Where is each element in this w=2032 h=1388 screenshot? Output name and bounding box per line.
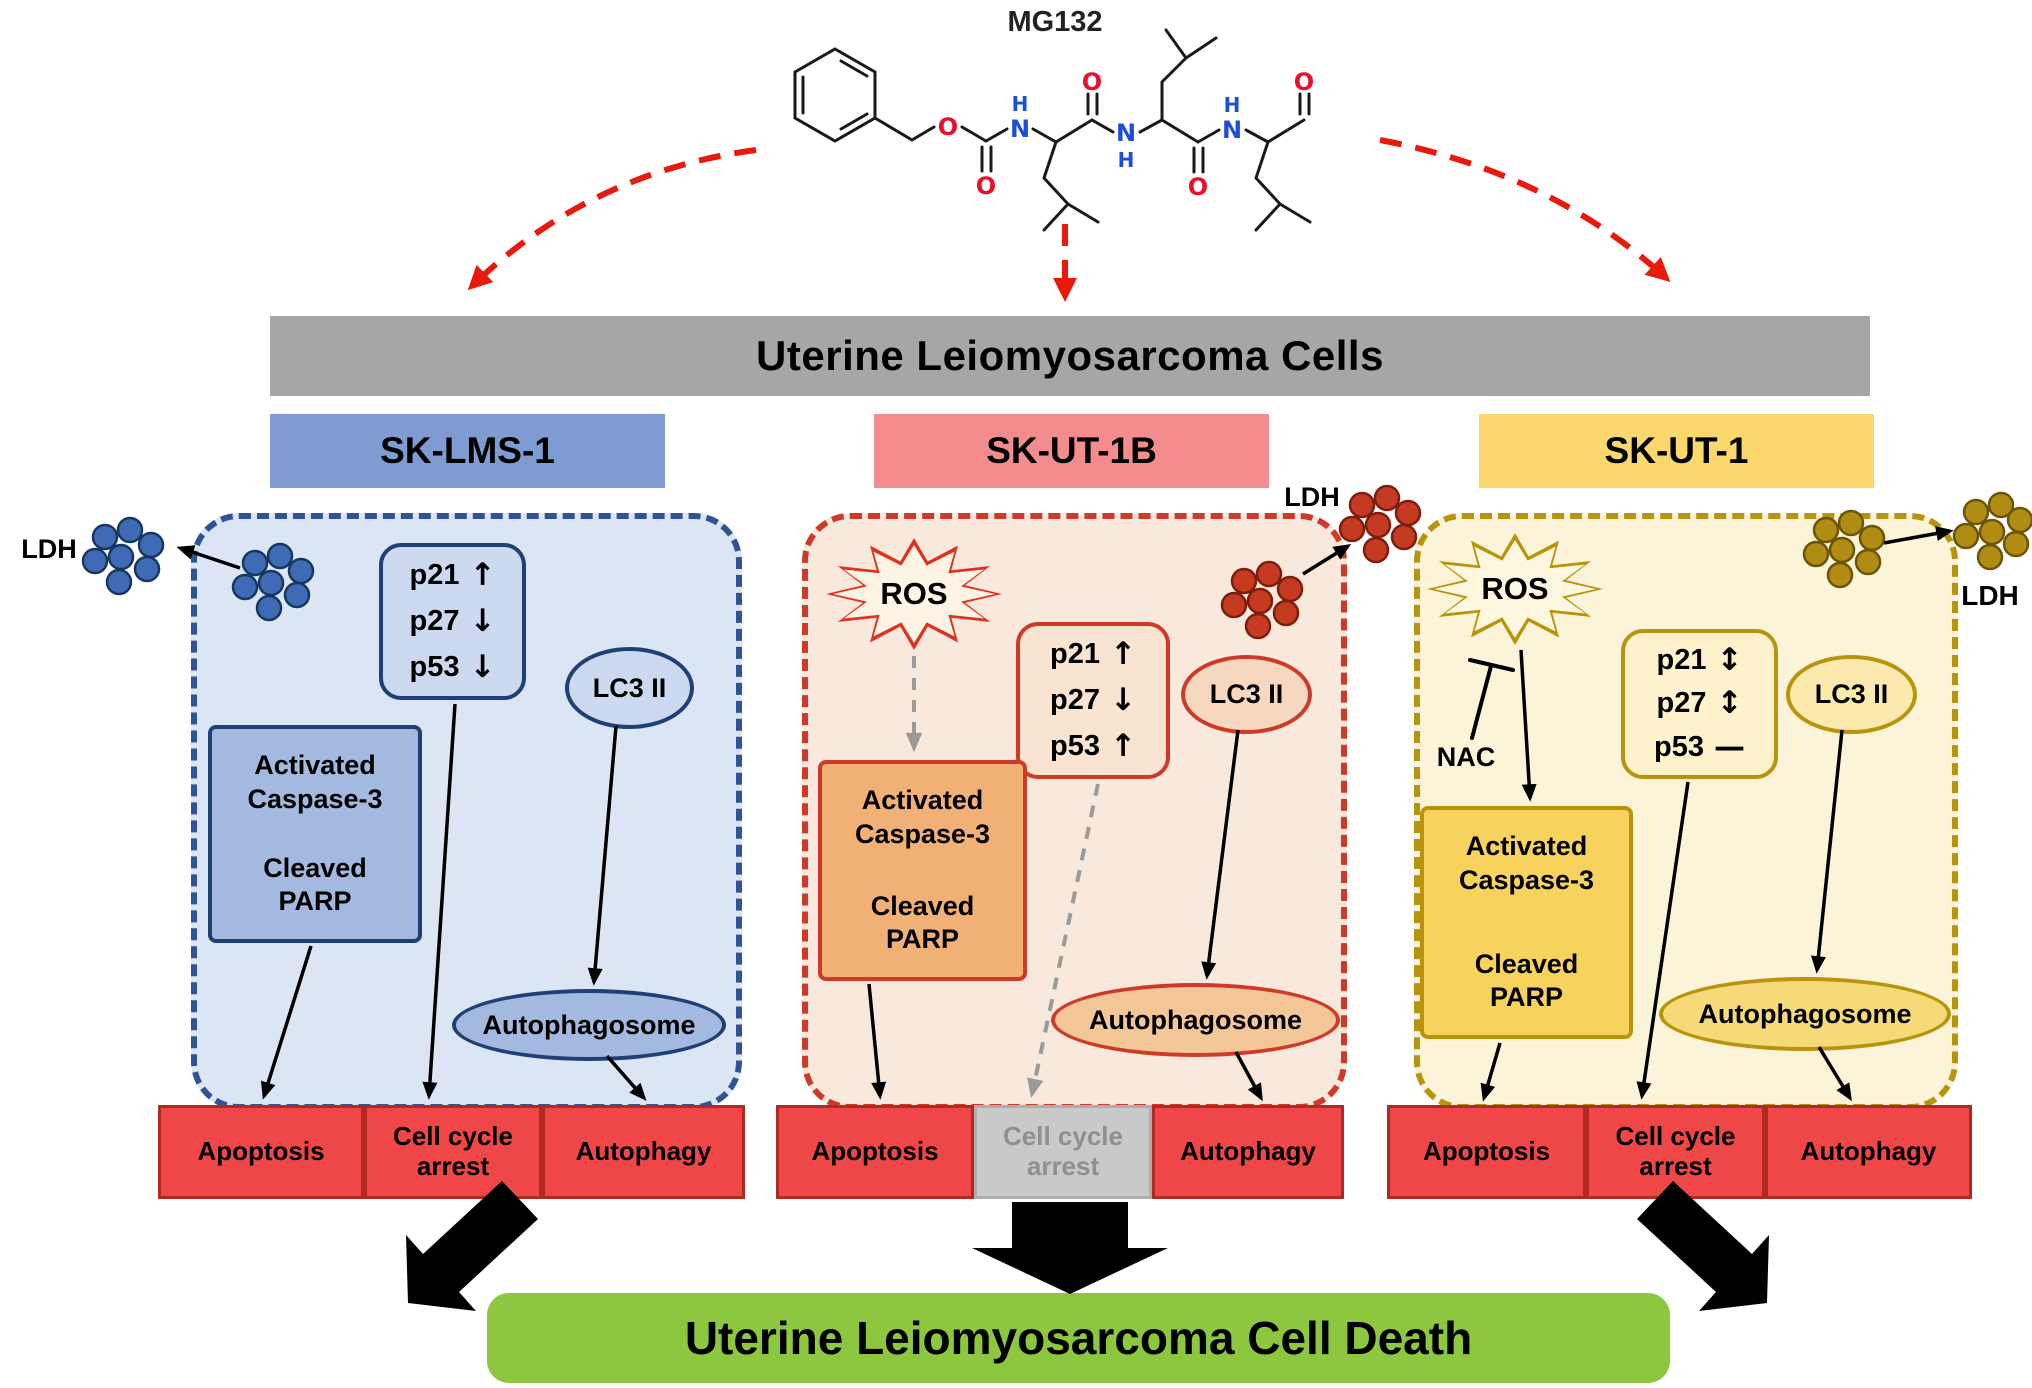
ros-burst-sk-ut-1b: ROS (826, 538, 1002, 650)
marker-row: p53 ↓ (409, 648, 496, 685)
outcome-autophagy-sk-ut-1: Autophagy (1765, 1105, 1972, 1199)
gene-label: p21 (409, 559, 460, 592)
marker-box-sk-lms-1: p21 ↑ p27 ↓ p53 ↓ (379, 543, 526, 700)
marker-row: p27 ↕ (1657, 688, 1743, 719)
atom-o: O (976, 172, 996, 200)
change-arrow: ↓ (469, 602, 496, 639)
caspase-parp-box-sk-lms-1: Activated Caspase-3 Cleaved PARP (208, 725, 422, 943)
lc3-oval-sk-lms-1: LC3 II (565, 647, 694, 729)
change-arrow: ↕ (1716, 642, 1743, 679)
outcome-cell-cycle-arrest-sk-ut-1b: Cell cycle arrest (974, 1105, 1152, 1199)
marker-row: p27 ↓ (1050, 681, 1136, 718)
gene-label: p27 (409, 604, 460, 637)
gene-label: p53 (409, 650, 460, 683)
marker-row: p21 ↑ (410, 560, 496, 591)
atom-n: N (1116, 119, 1136, 147)
change-arrow: ↓ (1110, 681, 1136, 718)
block-arrow-right (1637, 1181, 1769, 1311)
atom-n: N (1010, 115, 1030, 143)
molecule-label: MG132 (1007, 6, 1103, 38)
outcome-apoptosis-sk-lms-1: Apoptosis (158, 1105, 364, 1199)
atom-h: H (1012, 92, 1029, 116)
marker-row: p21 ↕ (1657, 645, 1743, 676)
autophagosome-oval-sk-ut-1: Autophagosome (1659, 977, 1951, 1051)
atom-o: O (1082, 68, 1102, 96)
ldh-dots-left-outside (81, 516, 165, 596)
caspase-text: Activated Caspase-3 (1458, 831, 1595, 895)
autophagosome-oval-sk-lms-1: Autophagosome (452, 989, 726, 1061)
atom-h: H (1118, 148, 1135, 172)
ldh-dots-middle-outside (1338, 484, 1422, 564)
cell-death-banner: Uterine Leiomyosarcoma Cell Death (487, 1293, 1670, 1383)
atom-o: O (938, 113, 958, 141)
caspase-parp-box-sk-ut-1b: Activated Caspase-3 Cleaved PARP (818, 760, 1027, 981)
ldh-label-left: LDH (21, 534, 77, 564)
parp-text: Cleaved PARP (1474, 948, 1579, 1013)
block-arrow-left (406, 1181, 538, 1311)
ldh-label-right: LDH (1961, 580, 2019, 611)
outcome-autophagy-sk-ut-1b: Autophagy (1152, 1105, 1344, 1199)
marker-row: p21 ↑ (1050, 639, 1136, 670)
change-arrow: — (1713, 728, 1745, 765)
change-arrow: ↑ (1110, 636, 1136, 673)
marker-row: p27 ↓ (409, 602, 496, 639)
atom-o: O (1188, 173, 1208, 201)
autophagosome-oval-sk-ut-1b: Autophagosome (1051, 983, 1340, 1057)
gene-label: p27 (1656, 687, 1707, 720)
parp-text: Cleaved PARP (263, 852, 367, 917)
mg132-treatment-arrows (467, 137, 1671, 302)
change-arrow: ↕ (1716, 685, 1743, 722)
ldh-label-middle: LDH (1284, 482, 1340, 512)
caspase-parp-box-sk-ut-1: Activated Caspase-3 Cleaved PARP (1420, 806, 1633, 1039)
marker-box-sk-ut-1b: p21 ↑ p27 ↓ p53 ↑ (1016, 622, 1170, 779)
ros-text: ROS (880, 576, 948, 611)
parp-text: Cleaved PARP (870, 890, 975, 955)
cells-banner: Uterine Leiomyosarcoma Cells (270, 316, 1870, 396)
lc3-oval-sk-ut-1: LC3 II (1786, 655, 1917, 734)
gene-label: p53 (1050, 729, 1100, 762)
column-header-sk-ut-1b: SK-UT-1B (874, 414, 1269, 488)
column-header-sk-lms-1: SK-LMS-1 (270, 414, 665, 488)
marker-box-sk-ut-1: p21 ↕ p27 ↕ p53 — (1621, 629, 1778, 779)
outcome-cell-cycle-arrest-sk-lms-1: Cell cycle arrest (364, 1105, 542, 1199)
ldh-dots-right-outside (1952, 491, 2032, 571)
gene-label: p21 (1050, 638, 1100, 671)
outcome-apoptosis-sk-ut-1: Apoptosis (1387, 1105, 1586, 1199)
change-arrow: ↑ (1110, 727, 1136, 764)
outcome-apoptosis-sk-ut-1b: Apoptosis (776, 1105, 974, 1199)
change-arrow: ↑ (469, 557, 496, 594)
nac-label: NAC (1436, 742, 1496, 772)
marker-row: p53 ↑ (1050, 727, 1136, 764)
arrow-to-sk-lms-1 (467, 147, 757, 291)
atom-n: N (1222, 116, 1242, 144)
outcome-cell-cycle-arrest-sk-ut-1: Cell cycle arrest (1586, 1105, 1765, 1199)
outcome-autophagy-sk-lms-1: Autophagy (542, 1105, 745, 1199)
caspase-text: Activated Caspase-3 (854, 785, 991, 849)
lc3-oval-sk-ut-1b: LC3 II (1181, 655, 1312, 734)
ros-text: ROS (1481, 571, 1549, 606)
mg132-atom-labels: O O O O O N N N H H H (938, 68, 1314, 201)
death-block-arrows (406, 1181, 1769, 1311)
gene-label: p21 (1656, 644, 1707, 677)
atom-h: H (1224, 93, 1241, 117)
mg132-structure (793, 28, 1312, 232)
gene-label: p53 (1654, 730, 1704, 763)
marker-row: p53 — (1654, 728, 1745, 765)
column-header-sk-ut-1: SK-UT-1 (1479, 414, 1874, 488)
gene-label: p27 (1050, 683, 1100, 716)
change-arrow: ↓ (469, 648, 496, 685)
arrow-to-sk-ut-1 (1379, 137, 1671, 283)
block-arrow-middle (972, 1202, 1168, 1294)
caspase-text: Activated Caspase-3 (247, 750, 383, 814)
ros-burst-sk-ut-1: ROS (1427, 533, 1603, 645)
atom-o: O (1294, 68, 1314, 96)
